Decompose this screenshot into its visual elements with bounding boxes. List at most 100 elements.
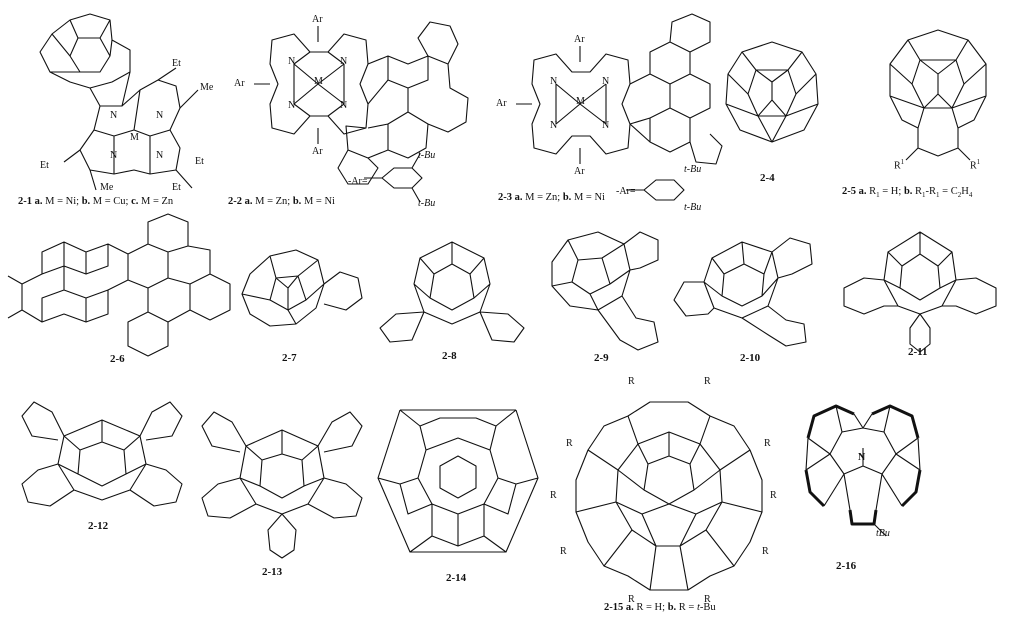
atom-2-3-0: Ar <box>574 34 585 45</box>
ar-substituent-2-2-top: t-Bu <box>418 150 436 161</box>
pah-2-13 <box>201 411 363 559</box>
structure-2-2: Ar Ar Ar M N N N N <box>228 12 478 203</box>
atom-2-1-3: Et <box>40 160 49 171</box>
atom-2-16-1: tBu <box>876 528 890 539</box>
atom-2-15-5: R <box>770 490 777 501</box>
aryl-group-2-3 <box>626 179 685 201</box>
structure-2-16: N tBu <box>792 392 934 542</box>
label-2-5: 2-5 <box>842 186 856 197</box>
label-2-4: 2-4 <box>760 172 775 184</box>
drawing-2-14 <box>377 409 539 553</box>
label-2-10: 2-10 <box>740 352 761 364</box>
atom-2-15-4: R <box>550 490 557 501</box>
atom-2-2-5: N <box>340 56 348 67</box>
drawing-2-7 <box>241 249 363 327</box>
drawing-2-10 <box>673 237 813 347</box>
porphyrin-ring-2-1 <box>63 67 199 191</box>
structure-2-6 <box>7 213 240 357</box>
structure-2-11 <box>830 222 1010 353</box>
atom-2-1-10: N <box>156 150 164 161</box>
structure-2-12 <box>12 390 192 514</box>
bold-rim-2-16 <box>804 404 922 526</box>
atom-2-15-8: R <box>628 594 635 605</box>
drawing-2-13 <box>201 411 363 559</box>
atom-2-15-0: R <box>628 376 635 387</box>
atom-2-1-0: Et <box>172 58 181 69</box>
atom-2-5-0: R1 <box>894 158 905 172</box>
atom-2-15-7: R <box>762 546 769 557</box>
label-2-6: 2-6 <box>110 353 125 365</box>
ar-definition-2-3: -Ar= <box>616 186 636 197</box>
spokes-2-15 <box>575 415 763 591</box>
structure-2-7 <box>236 244 366 344</box>
atom-2-16-0: N <box>858 452 866 463</box>
structure-2-15: R R R R R R R R R R <box>550 376 782 605</box>
drawing-2-9 <box>551 231 659 351</box>
drawing-2-11 <box>843 231 997 353</box>
caption-2-3: 2-3 a. M = Zn; b. M = Ni <box>498 192 605 203</box>
fused-pah-2-2 <box>337 21 469 185</box>
fused-pah-2-3 <box>629 13 723 165</box>
structure-2-10 <box>672 228 822 347</box>
drawing-2-16 <box>804 404 922 537</box>
atom-2-1-9: N <box>110 150 118 161</box>
pah-2-12 <box>21 401 183 507</box>
caption-2-5: 2-5 a. R1 = H; b. R1-R1 = C2H4 <box>842 186 973 200</box>
drawing-2-3 <box>516 13 723 201</box>
label-2-14: 2-14 <box>446 572 467 584</box>
structure-2-14 <box>370 396 546 570</box>
ar-definition-2-2: -Ar= <box>348 176 368 187</box>
structure-2-3: Ar Ar Ar M N N N N <box>490 12 723 201</box>
drawing-2-12 <box>21 401 183 507</box>
atom-2-5-1: R1 <box>970 158 981 172</box>
drawing-2-8 <box>379 241 525 343</box>
ring-inner-2-15 <box>615 431 723 547</box>
structure-2-5: R1 R1 <box>878 24 998 174</box>
drawing-2-5 <box>889 29 987 161</box>
label-2-3: 2-3 <box>498 192 512 203</box>
label-2-16: 2-16 <box>836 560 857 572</box>
pah-2-10 <box>673 237 813 347</box>
atom-2-15-6: R <box>560 546 567 557</box>
ar-substituent-2-2-bottom: t-Bu <box>418 198 436 209</box>
label-2-2: 2-2 <box>228 196 242 207</box>
pah-2-7 <box>241 249 363 327</box>
atom-2-2-0: Ar <box>312 14 323 25</box>
label-2-13: 2-13 <box>262 566 283 578</box>
atom-2-15-1: R <box>704 376 711 387</box>
aryl-group-2-2 <box>364 153 423 203</box>
label-2-1: 2-1 <box>18 196 32 207</box>
pah-2-6 <box>7 213 231 357</box>
atom-2-3-2: Ar <box>574 166 585 177</box>
atom-2-2-7: N <box>340 100 348 111</box>
atom-2-1-7: N <box>110 110 118 121</box>
ar-substituent-2-3-bottom: t-Bu <box>684 202 702 213</box>
ring-outer-2-15 <box>575 401 763 591</box>
atom-2-3-7: N <box>602 120 610 131</box>
ar-substituent-2-3-top: t-Bu <box>684 164 702 175</box>
pah-2-11 <box>843 231 997 353</box>
drawing-2-4 <box>725 41 819 143</box>
atom-2-15-9: R <box>704 594 711 605</box>
caption-2-2: 2-2 a. M = Zn; b. M = Ni <box>228 196 335 207</box>
structure-2-4 <box>712 34 832 164</box>
atom-2-2-1: Ar <box>234 78 245 89</box>
porphyrin-core-2-3 <box>516 46 631 164</box>
atom-2-3-3: M <box>576 96 585 107</box>
atom-2-3-1: Ar <box>496 98 507 109</box>
pah-2-9 <box>551 231 659 351</box>
atom-2-1-5: Me <box>100 182 114 193</box>
structure-2-13 <box>194 400 370 562</box>
label-2-15: 2-15 <box>604 602 624 613</box>
atom-2-1-1: Me <box>200 82 214 93</box>
structure-2-9 <box>538 222 668 351</box>
pah-2-16 <box>805 405 921 537</box>
drawing-2-2 <box>254 21 469 203</box>
coronene-part-2-1 <box>39 13 131 89</box>
atom-2-1-2: M <box>130 132 139 143</box>
structure-2-8 <box>372 228 532 346</box>
structure-2-1: Et Me M Et Et Me Et N N N N <box>30 10 220 195</box>
atom-2-2-6: N <box>288 100 296 111</box>
atom-2-3-6: N <box>550 120 558 131</box>
drawing-2-15 <box>575 401 763 591</box>
